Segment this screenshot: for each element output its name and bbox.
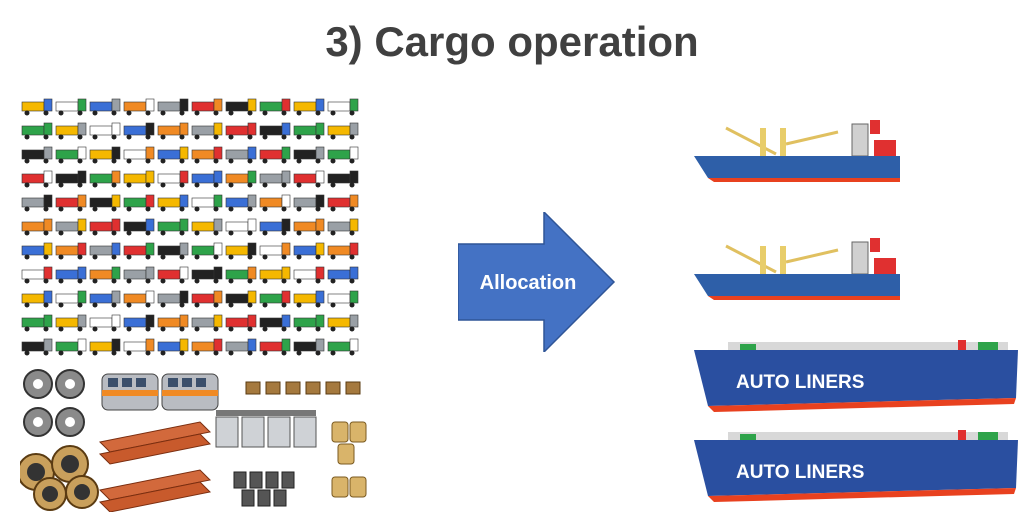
bags-icon — [331, 421, 367, 498]
train-cars-icon — [101, 373, 219, 411]
vehicle-grid-icon — [21, 98, 359, 356]
cable-drums-icon — [20, 445, 99, 511]
allocation-arrow — [458, 212, 616, 352]
general-cargo-ship-icon — [694, 238, 900, 300]
cargo-collage — [20, 98, 367, 512]
ro-ro-car-carrier-icon: AUTO LINERS — [694, 340, 1018, 412]
ships-column: AUTO LINERS AUTO LINERS — [694, 120, 1018, 502]
arrow-label: Allocation — [479, 272, 577, 294]
timber-bundles-icon — [98, 421, 212, 512]
drums-icon — [233, 471, 295, 507]
general-cargo-ship-icon — [694, 120, 900, 182]
page-title: 3) Cargo operation — [325, 18, 699, 65]
ro-ro-ship-label: AUTO LINERS — [736, 372, 864, 393]
steel-coils-icon — [23, 369, 85, 437]
wooden-crates-icon — [245, 381, 361, 395]
transformers-icon — [215, 410, 317, 448]
ro-ro-car-carrier-icon: AUTO LINERS — [694, 430, 1018, 502]
ro-ro-ship-label: AUTO LINERS — [736, 462, 864, 483]
